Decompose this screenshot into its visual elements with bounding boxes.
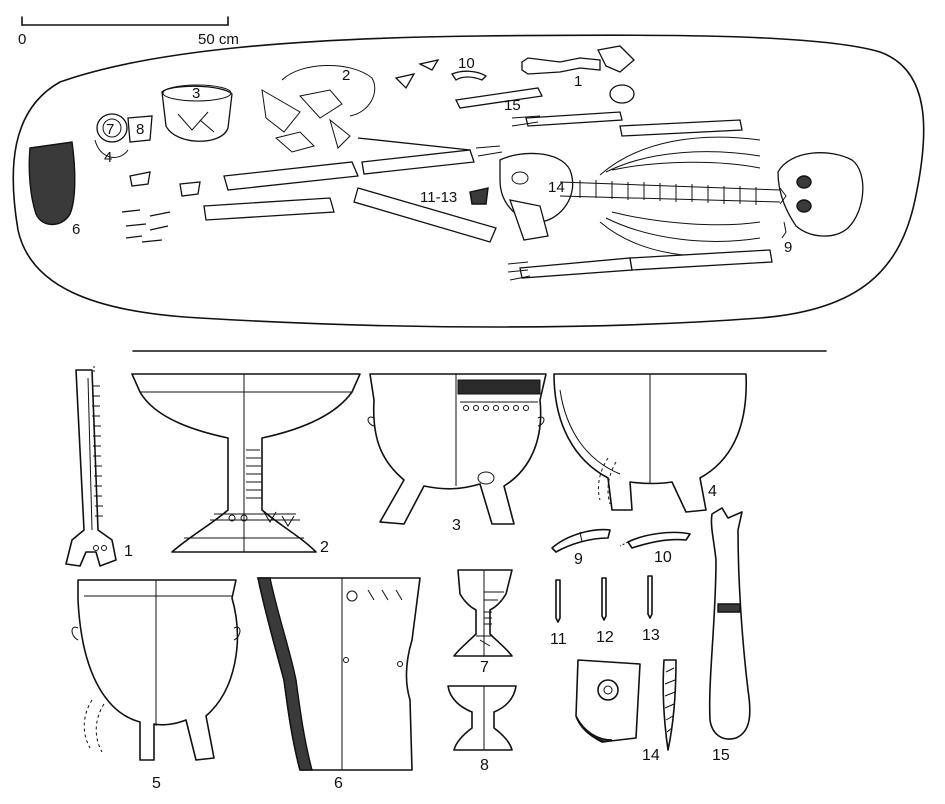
burial-bone-1	[521, 57, 601, 75]
artifact-2	[131, 373, 361, 553]
burial-label-6: 6	[72, 221, 80, 238]
artifact-3-band	[457, 379, 541, 395]
burial-tube-15	[455, 87, 543, 109]
burial-label-4: 4	[104, 149, 112, 166]
artifact-label-11: 11	[550, 631, 567, 648]
burial-tooth-10	[451, 70, 488, 81]
artifact-6-section	[257, 577, 313, 771]
artifact-14	[575, 659, 677, 751]
burial-label-1: 1	[574, 73, 582, 90]
artifact-label-3: 3	[452, 517, 461, 534]
artifact-label-8: 8	[480, 757, 489, 774]
artifact-label-6: 6	[334, 775, 343, 792]
artifact-label-7: 7	[480, 659, 489, 676]
burial-skeleton-ribs	[599, 136, 761, 257]
artifact-label-14: 14	[642, 747, 660, 764]
artifact-7	[453, 569, 513, 657]
burial-label-8: 8	[136, 121, 144, 138]
burial-label-9: 9	[784, 239, 792, 256]
burial-label-11-13: 11-13	[420, 189, 457, 206]
artifact-15	[708, 507, 751, 740]
artifact-11	[555, 579, 561, 623]
artifact-label-2: 2	[320, 539, 329, 556]
artifact-label-12: 12	[596, 629, 614, 646]
burial-label-7: 7	[106, 121, 114, 138]
scale-bar: 0 50 cm	[18, 16, 239, 48]
artifact-13	[647, 575, 653, 619]
artifact-10	[619, 531, 691, 549]
burial-pot-6	[28, 141, 76, 226]
artifact-9	[551, 528, 611, 553]
burial-skeleton-spine	[559, 181, 781, 203]
artifact-12	[601, 577, 607, 621]
burial-label-14: 14	[548, 179, 565, 196]
burial-labels: 1 2 3 4 6 7 8 9 10 11-13 14 15	[72, 55, 792, 256]
artifact-label-1: 1	[124, 543, 133, 560]
artifact-labels: 1 2 3 4 5 6 7 8 9 10 11 12 13 14 15	[124, 483, 730, 792]
scale-end-label: 50 cm	[198, 31, 239, 48]
scale-start-label: 0	[18, 31, 26, 48]
burial-label-3: 3	[192, 85, 200, 102]
burial-items-11-13	[469, 187, 489, 205]
burial-label-15: 15	[504, 97, 521, 114]
burial-label-10: 10	[458, 55, 475, 72]
artifact-label-15: 15	[712, 747, 730, 764]
artifact-1	[65, 366, 117, 567]
burial-cup-8	[127, 115, 153, 143]
burial-contents	[28, 45, 864, 281]
artifact-3	[367, 373, 547, 525]
burial-vessel-2	[261, 64, 376, 153]
artifact-label-9: 9	[574, 551, 583, 568]
burial-label-2: 2	[342, 67, 350, 84]
artifact-4	[553, 373, 748, 513]
artifact-label-5: 5	[152, 775, 161, 792]
burial-cup-7	[96, 113, 128, 143]
artifact-5	[71, 579, 241, 761]
artifact-6	[257, 577, 421, 771]
artifact-label-4: 4	[708, 483, 717, 500]
artifact-14-blade	[662, 659, 677, 751]
artifact-label-10: 10	[654, 549, 672, 566]
burial-skull	[777, 152, 864, 237]
grave-pit-outline	[12, 34, 925, 328]
artifact-8	[447, 685, 517, 751]
artifact-label-13: 13	[642, 627, 660, 644]
